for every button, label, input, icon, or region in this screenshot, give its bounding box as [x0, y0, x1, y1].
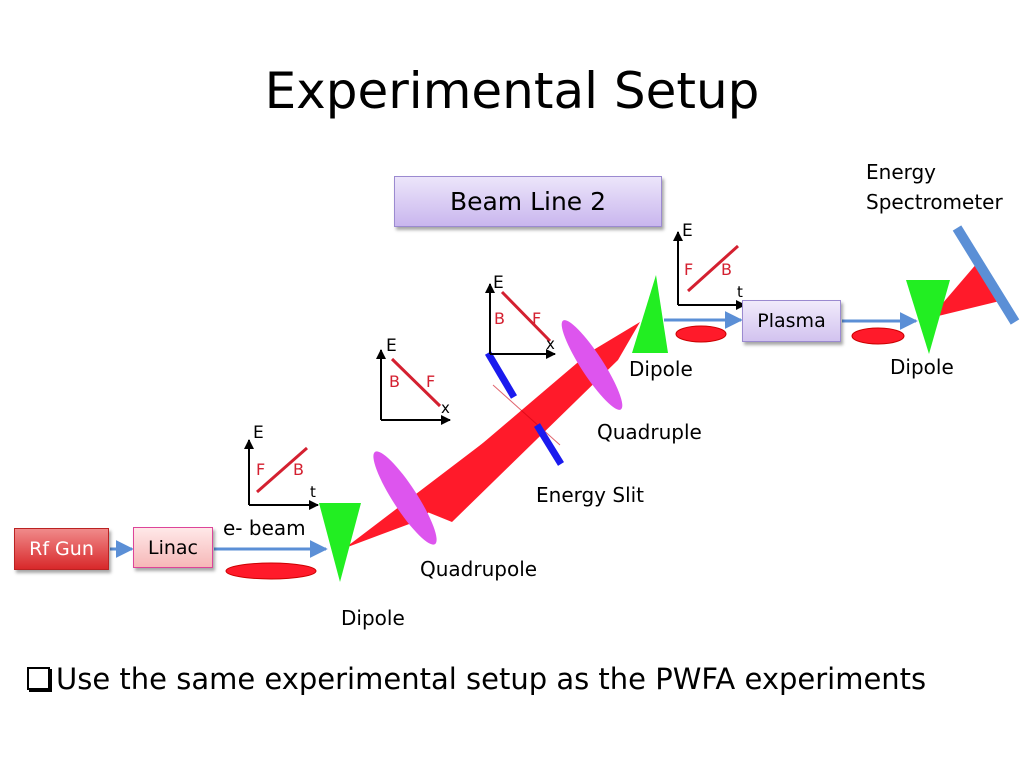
phase-plot-1: [244, 439, 319, 510]
plot1-label-b: B: [293, 460, 304, 479]
energy-slit-upper: [484, 351, 518, 399]
plot2-label-a: B: [389, 372, 400, 391]
spectrometer-label-line1: Energy: [866, 160, 937, 184]
dipole-2-label: Dipole: [629, 357, 693, 381]
e-beam-label: e- beam: [223, 516, 306, 540]
plasma-box: Plasma: [742, 300, 841, 342]
beam-line-label: Beam Line 2: [394, 176, 662, 227]
dipole-3-label: Dipole: [890, 355, 954, 379]
plot4-y-label: E: [682, 221, 693, 241]
phase-line-1: [256, 446, 308, 494]
phase-plot-2: [376, 349, 451, 425]
rf-gun-box: Rf Gun: [14, 528, 109, 570]
slide-title: Experimental Setup: [264, 62, 760, 120]
plot1-y-label: E: [253, 423, 264, 443]
spectrometer-screen: [952, 225, 1020, 325]
energy-slit-lower: [534, 423, 564, 466]
phase-line-4: [686, 244, 740, 293]
quadrupole-2-lens: [561, 320, 623, 410]
plot3-x-label: x: [546, 335, 555, 353]
dipole-1-label: Dipole: [341, 606, 405, 630]
electron-bunch-1: [225, 562, 317, 580]
quadrupole-1-lens: [373, 451, 437, 545]
energy-slit-label: Energy Slit: [536, 483, 645, 507]
electron-bunch-2: [675, 325, 727, 343]
bullet-point: Use the same experimental setup as the P…: [27, 662, 926, 696]
phase-line-3: [500, 290, 552, 343]
bullet-text: Use the same experimental setup as the P…: [56, 662, 927, 696]
plot2-label-b: F: [426, 372, 436, 391]
plot3-label-a: B: [494, 309, 505, 328]
beam-main-upper: [410, 322, 640, 522]
plot2-y-label: E: [386, 336, 397, 356]
plot2-x-label: x: [441, 399, 450, 417]
beam-segment-divider: [492, 384, 561, 446]
plot1-x-label: t: [310, 483, 316, 501]
dipole-3-magnet: [906, 280, 950, 354]
plot4-x-label: t: [737, 283, 743, 301]
linac-box: Linac: [133, 527, 213, 568]
plot3-label-b: F: [532, 309, 542, 328]
dipole-2-magnet: [632, 275, 668, 353]
spectrometer-label-line2: Spectrometer: [866, 190, 1003, 214]
plot3-y-label: E: [493, 273, 504, 293]
checkbox-bullet-icon: [27, 667, 50, 690]
phase-plot-3: [485, 283, 556, 359]
electron-bunch-3: [851, 327, 905, 345]
plot1-label-a: F: [256, 460, 266, 479]
phase-line-2: [390, 357, 442, 408]
plot4-label-b: B: [721, 260, 732, 279]
plot4-label-a: F: [684, 260, 694, 279]
quadrupole-label: Quadrupole: [420, 557, 538, 581]
phase-plot-4: [673, 231, 746, 310]
quadruple-label: Quadruple: [597, 420, 702, 444]
dipole-1-magnet: [319, 503, 361, 582]
